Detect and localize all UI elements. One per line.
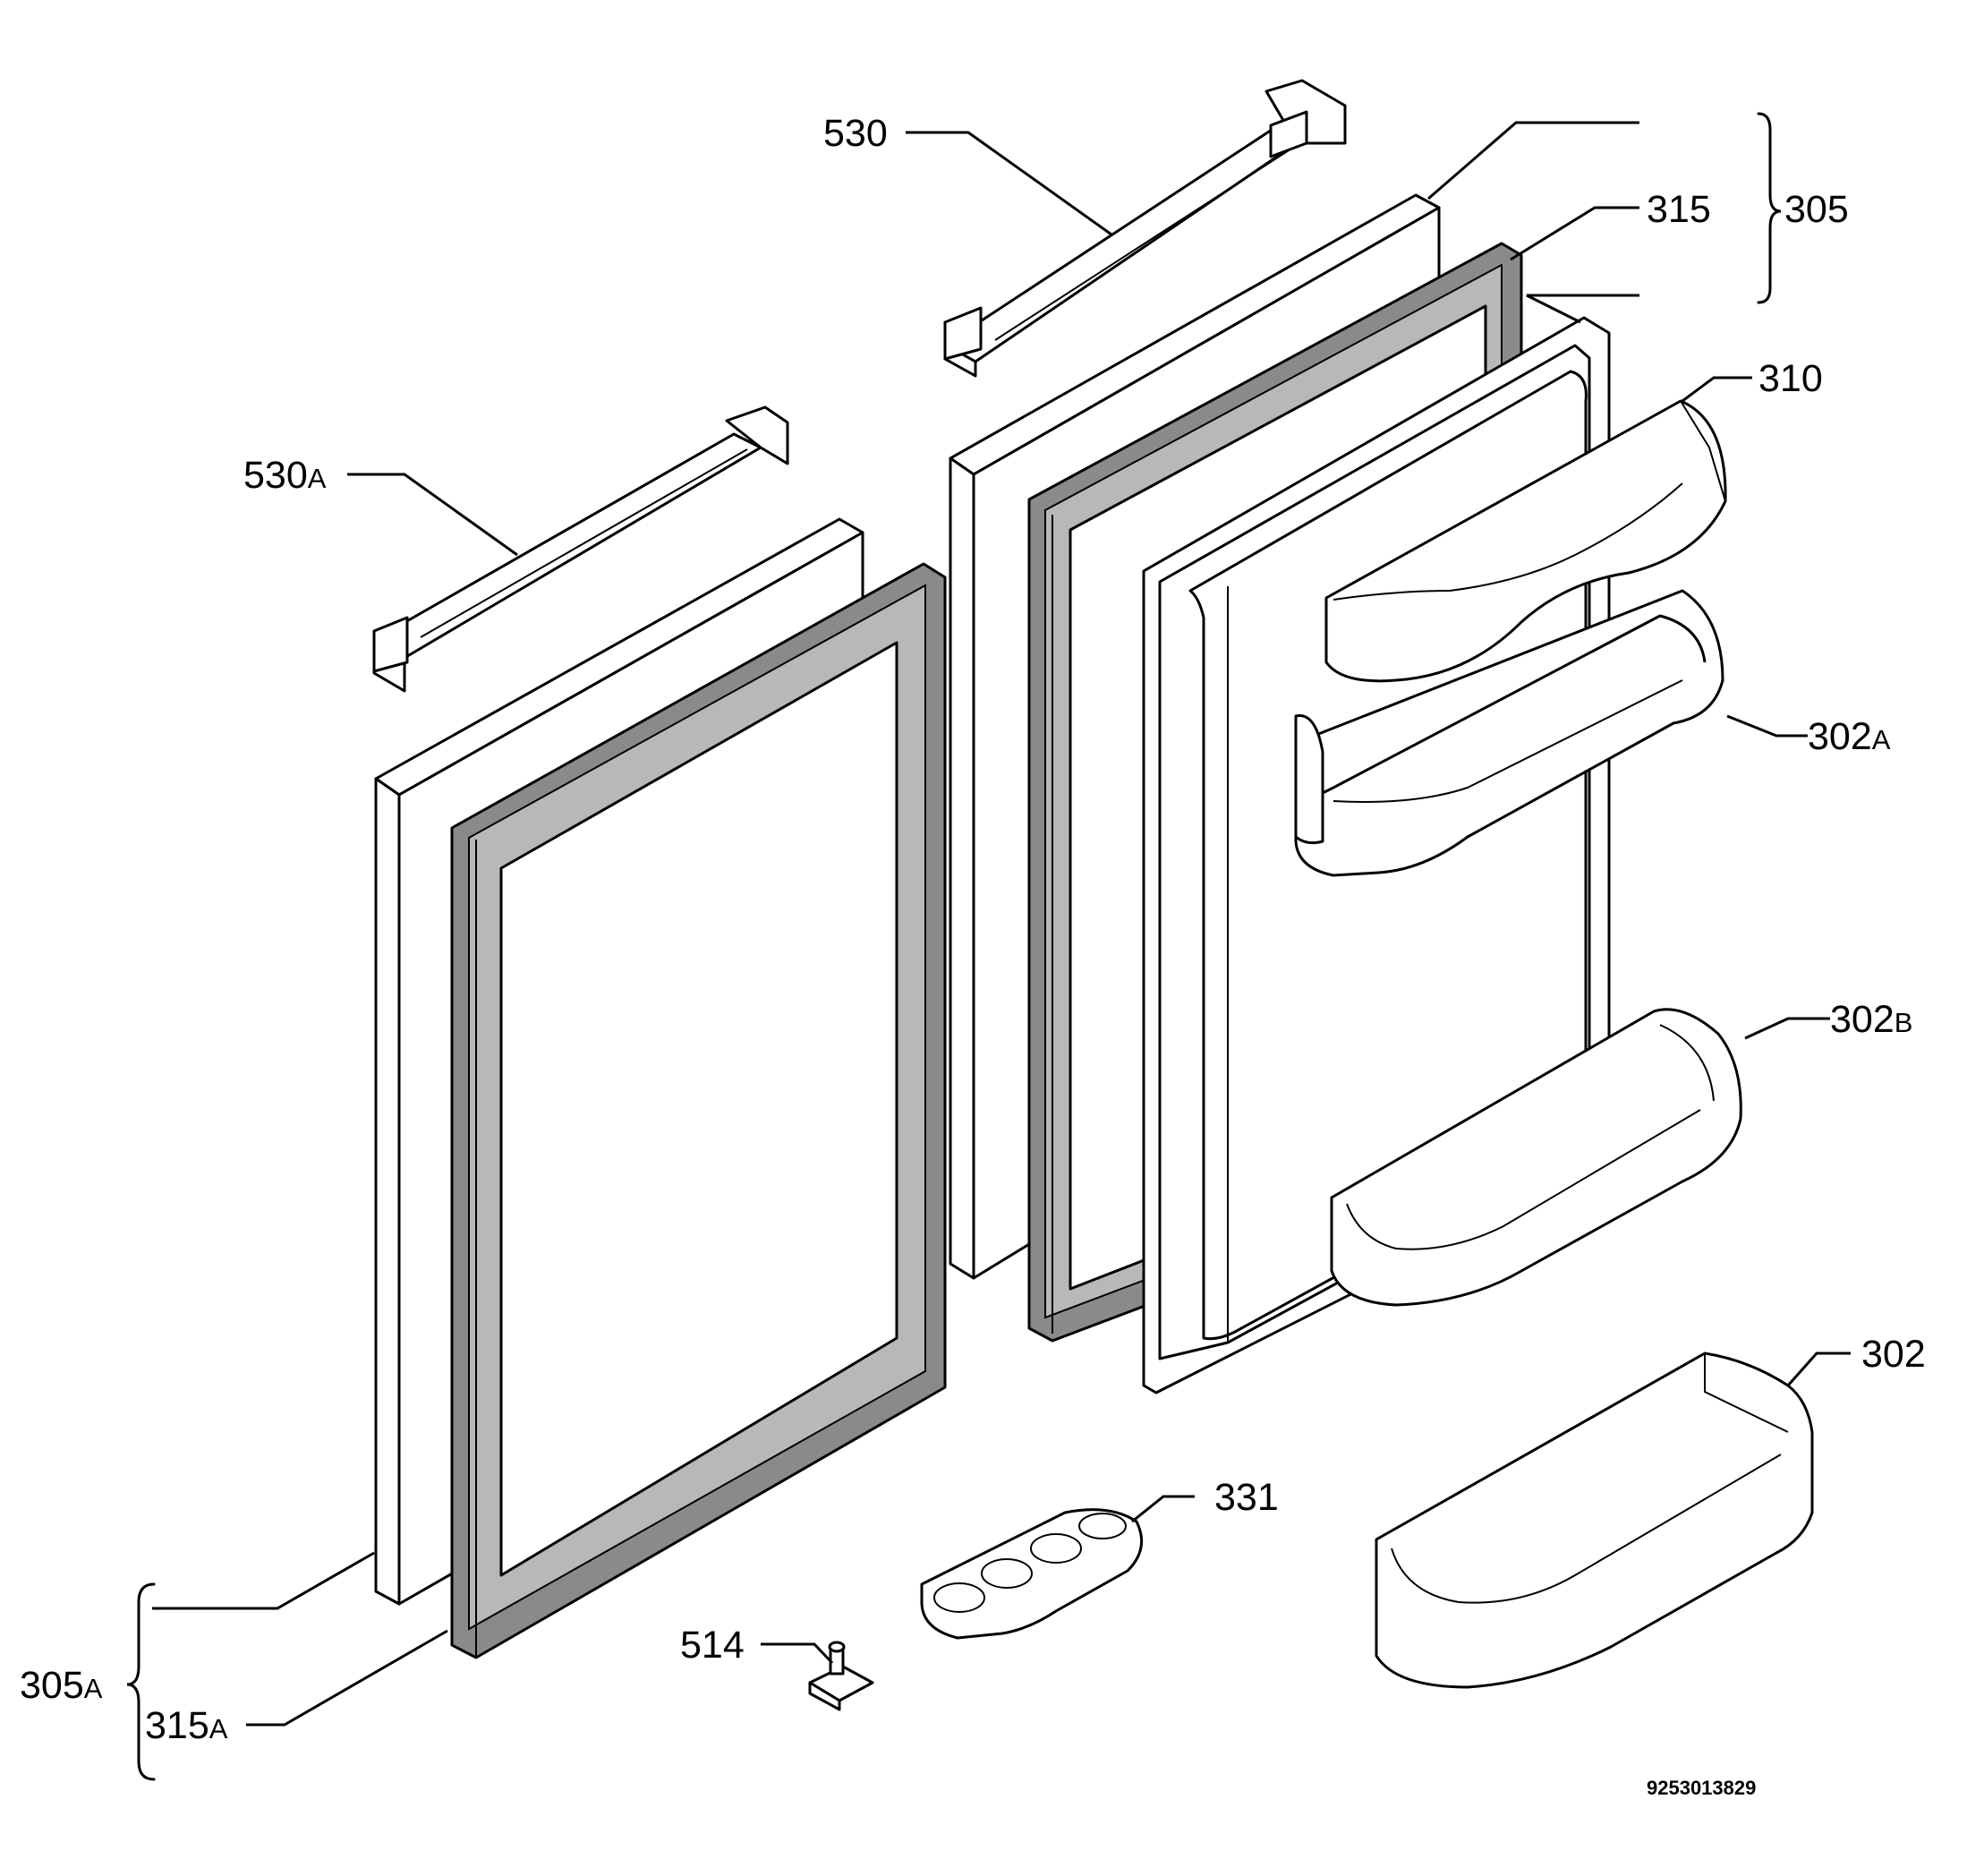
leader-302 bbox=[1786, 1352, 1851, 1386]
brace-305A bbox=[126, 1582, 156, 1781]
label-315: 315 bbox=[1647, 188, 1711, 231]
leader-310 bbox=[1682, 376, 1752, 403]
part-514-pin bbox=[808, 1641, 874, 1711]
leader-315A bbox=[246, 1629, 448, 1727]
label-514: 514 bbox=[680, 1624, 745, 1667]
label-305A: 305A bbox=[20, 1664, 103, 1707]
leader-530 bbox=[906, 131, 1112, 236]
drawing-code: 9253013829 bbox=[1647, 1777, 1756, 1799]
label-302: 302 bbox=[1861, 1333, 1926, 1376]
leader-305-liner bbox=[1526, 294, 1639, 324]
part-530-handle-trim bbox=[943, 79, 1347, 378]
leader-302B bbox=[1744, 1017, 1830, 1040]
label-530A: 530A bbox=[243, 454, 327, 497]
part-530A-handle-trim bbox=[372, 405, 789, 693]
leader-514 bbox=[761, 1642, 834, 1665]
leader-530A bbox=[347, 473, 518, 557]
leader-331 bbox=[1131, 1495, 1195, 1523]
part-315A-lower-door-gasket bbox=[450, 562, 947, 1659]
leader-lines bbox=[152, 121, 1851, 1727]
label-315A: 315A bbox=[145, 1704, 228, 1747]
part-331-egg-tray bbox=[920, 1508, 1144, 1640]
leader-315 bbox=[1510, 206, 1639, 261]
label-302A: 302A bbox=[1808, 715, 1891, 758]
leader-305 bbox=[1427, 121, 1639, 200]
leader-305A bbox=[152, 1551, 375, 1610]
label-302B: 302B bbox=[1830, 998, 1912, 1041]
label-305: 305 bbox=[1784, 188, 1849, 231]
leader-302A bbox=[1726, 714, 1808, 738]
brace-305 bbox=[1757, 112, 1782, 304]
part-302B-middle-door-shelf bbox=[1330, 1008, 1742, 1307]
label-310: 310 bbox=[1758, 357, 1823, 400]
label-530: 530 bbox=[823, 112, 888, 155]
label-331: 331 bbox=[1214, 1476, 1279, 1519]
part-310-dairy-lid bbox=[1324, 399, 1727, 683]
part-302A-upper-door-shelf bbox=[1294, 589, 1724, 877]
part-302-bottom-door-shelf bbox=[1375, 1352, 1814, 1689]
